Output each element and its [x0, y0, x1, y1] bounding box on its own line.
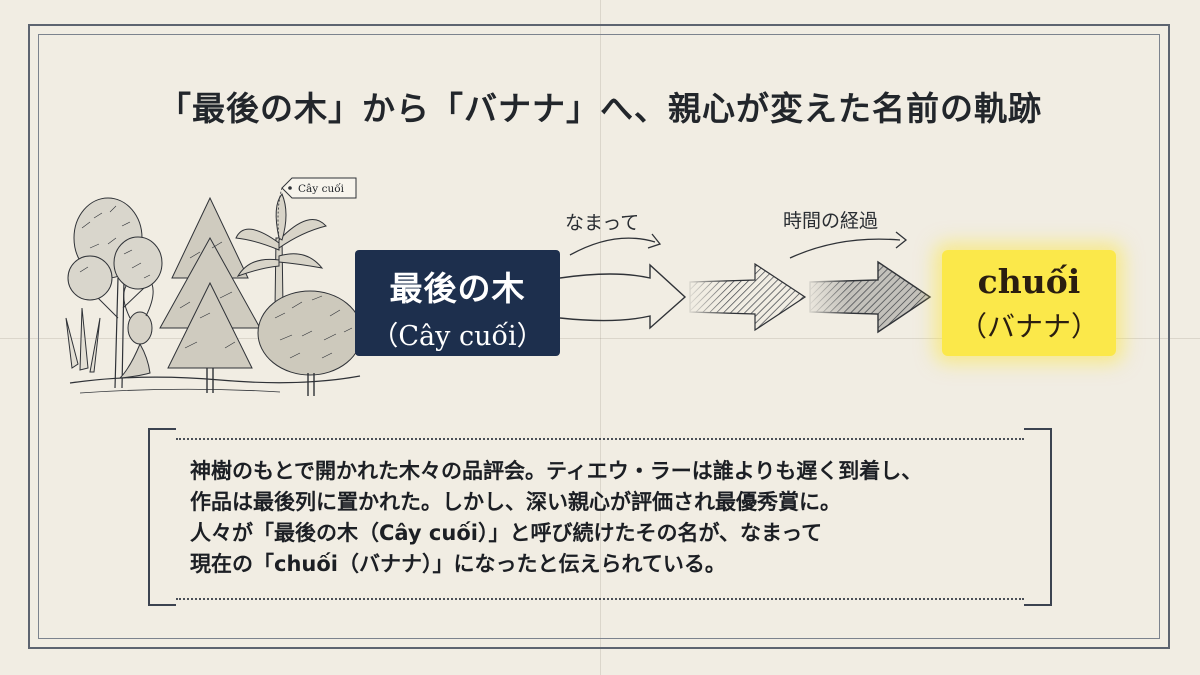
story-line: 作品は最後列に置かれた。しかし、深い親心が評価され最優秀賞に。 [190, 490, 841, 514]
story-bracket-right [1024, 428, 1052, 606]
fold-line-horizontal [0, 338, 1200, 339]
slide-title: 「最後の木」から「バナナ」へ、親心が変えた名前の軌跡 [158, 89, 1042, 128]
tree-illustration: Cây cuối [65, 177, 363, 396]
transition-arrows [560, 231, 932, 334]
arrow-third [808, 260, 932, 334]
story-line: 現在の「chuối（バナナ）」になったと伝えられている。 [190, 552, 726, 576]
outer-frame [28, 24, 1170, 649]
curve-arrow-first [569, 237, 656, 256]
story-box: 神樹のもとで開かれた木々の品評会。ティエウ・ラーは誰よりも遅く到着し、 作品は最… [148, 428, 1052, 606]
inner-frame [38, 34, 1160, 639]
story-line: 神樹のもとで開かれた木々の品評会。ティエウ・ラーは誰よりも遅く到着し、 [190, 459, 923, 483]
origin-name-box: 最後の木 （Cây cuối） [355, 250, 560, 356]
arrow-label-second: 時間の経過 [783, 210, 879, 232]
origin-name-vietnamese: （Cây cuối） [371, 321, 544, 352]
arrow-second [688, 262, 807, 332]
curve-arrow-second [789, 238, 901, 259]
arrow-label-first: なまって [565, 212, 640, 234]
story-text: 神樹のもとで開かれた木々の品評会。ティエウ・ラーは誰よりも遅く到着し、 作品は最… [190, 456, 1030, 580]
story-dotted-top [176, 438, 1024, 440]
fold-line-vertical [600, 0, 601, 675]
arrow-first [560, 263, 687, 330]
story-dotted-bottom [176, 598, 1024, 600]
origin-name-japanese: 最後の木 [389, 269, 526, 308]
story-line: 人々が「最後の木（Cây cuối）」と呼び続けたその名が、なまって [190, 521, 823, 545]
story-bracket-left [148, 428, 176, 606]
tree-tag-label: Cây cuối [298, 182, 345, 195]
current-name-japanese: （バナナ） [958, 310, 1099, 343]
current-name-box: chuối （バナナ） [942, 250, 1116, 356]
current-name-vietnamese: chuối [977, 262, 1081, 301]
